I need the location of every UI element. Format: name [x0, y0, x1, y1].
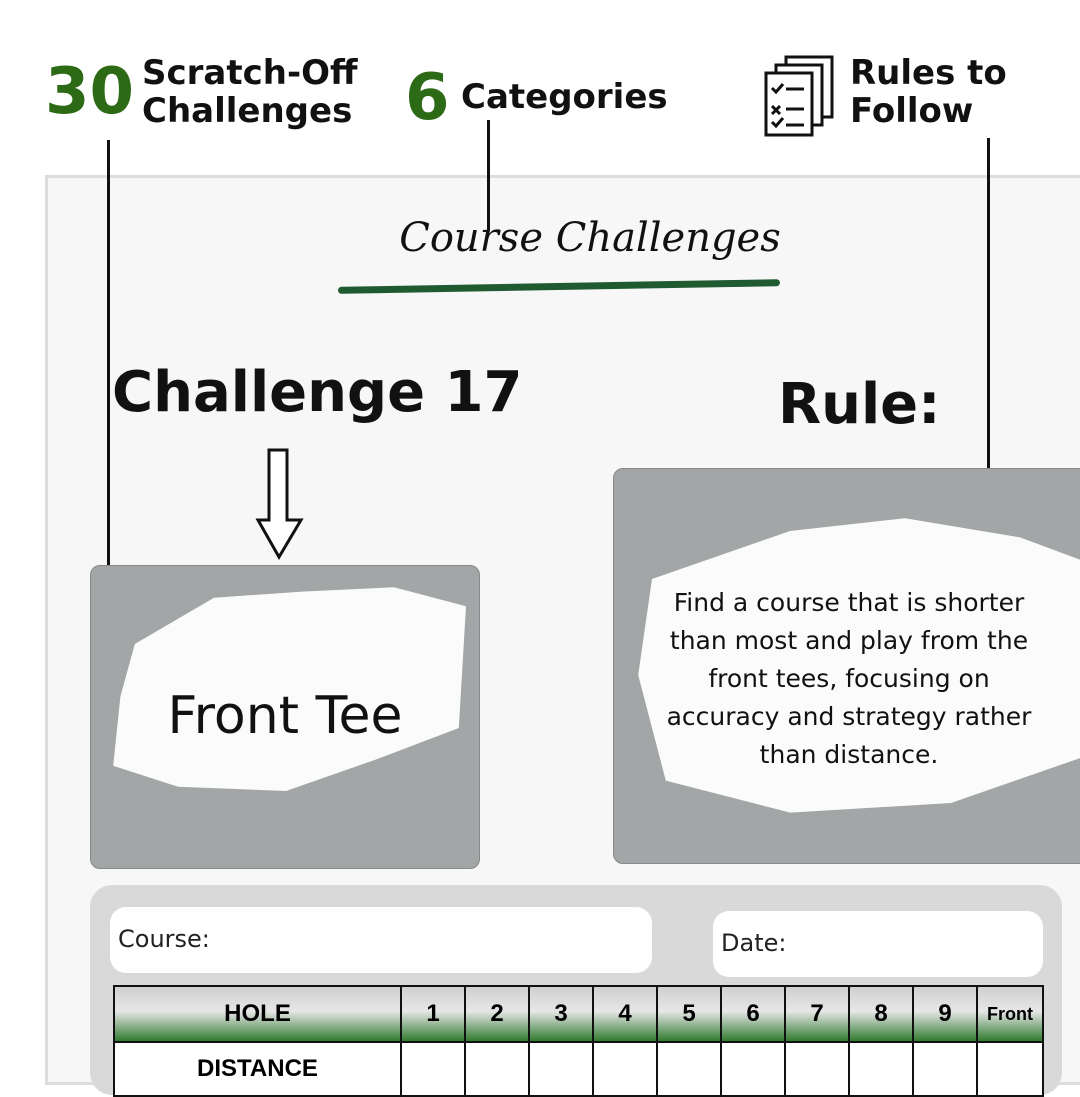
challenge-scratch-box[interactable]: Front Tee — [90, 565, 480, 869]
arrow-down-icon — [255, 448, 304, 560]
score-cell[interactable] — [848, 1041, 914, 1097]
card-title: Course Challenges — [399, 215, 781, 261]
col-hole-3: 3 — [528, 985, 594, 1043]
date-field[interactable]: Date: — [713, 911, 1043, 977]
challenge-heading: Challenge 17 — [112, 360, 523, 425]
course-field[interactable]: Course: — [110, 907, 652, 973]
col-hole-9: 9 — [912, 985, 978, 1043]
checklist-icon — [764, 55, 834, 137]
categories-count: 6 — [405, 61, 450, 135]
score-cell[interactable] — [656, 1041, 722, 1097]
row-label: DISTANCE — [113, 1041, 402, 1097]
score-cell[interactable] — [912, 1041, 978, 1097]
challenge-value: Front Tee — [167, 686, 403, 746]
score-cell[interactable] — [784, 1041, 850, 1097]
col-hole-6: 6 — [720, 985, 786, 1043]
col-front: Front — [976, 985, 1044, 1043]
score-cell[interactable] — [976, 1041, 1044, 1097]
challenges-count: 30 — [45, 55, 135, 129]
score-cell[interactable] — [592, 1041, 658, 1097]
pointer-line — [987, 138, 990, 488]
col-hole-1: 1 — [400, 985, 466, 1043]
table-row: DISTANCE — [113, 1041, 1044, 1097]
pointer-line — [487, 120, 490, 230]
score-table: HOLE 1 2 3 4 5 6 7 8 9 Front DISTANCE — [113, 985, 1044, 1097]
col-hole-8: 8 — [848, 985, 914, 1043]
col-hole: HOLE — [113, 985, 402, 1043]
score-cell[interactable] — [400, 1041, 466, 1097]
col-hole-7: 7 — [784, 985, 850, 1043]
pointer-line — [107, 140, 110, 566]
score-cell[interactable] — [528, 1041, 594, 1097]
score-cell[interactable] — [720, 1041, 786, 1097]
col-hole-5: 5 — [656, 985, 722, 1043]
col-hole-4: 4 — [592, 985, 658, 1043]
col-hole-2: 2 — [464, 985, 530, 1043]
rule-heading: Rule: — [778, 372, 941, 437]
categories-label: Categories — [461, 77, 668, 117]
score-cell[interactable] — [464, 1041, 530, 1097]
header-row: HOLE 1 2 3 4 5 6 7 8 9 Front — [113, 985, 1044, 1043]
